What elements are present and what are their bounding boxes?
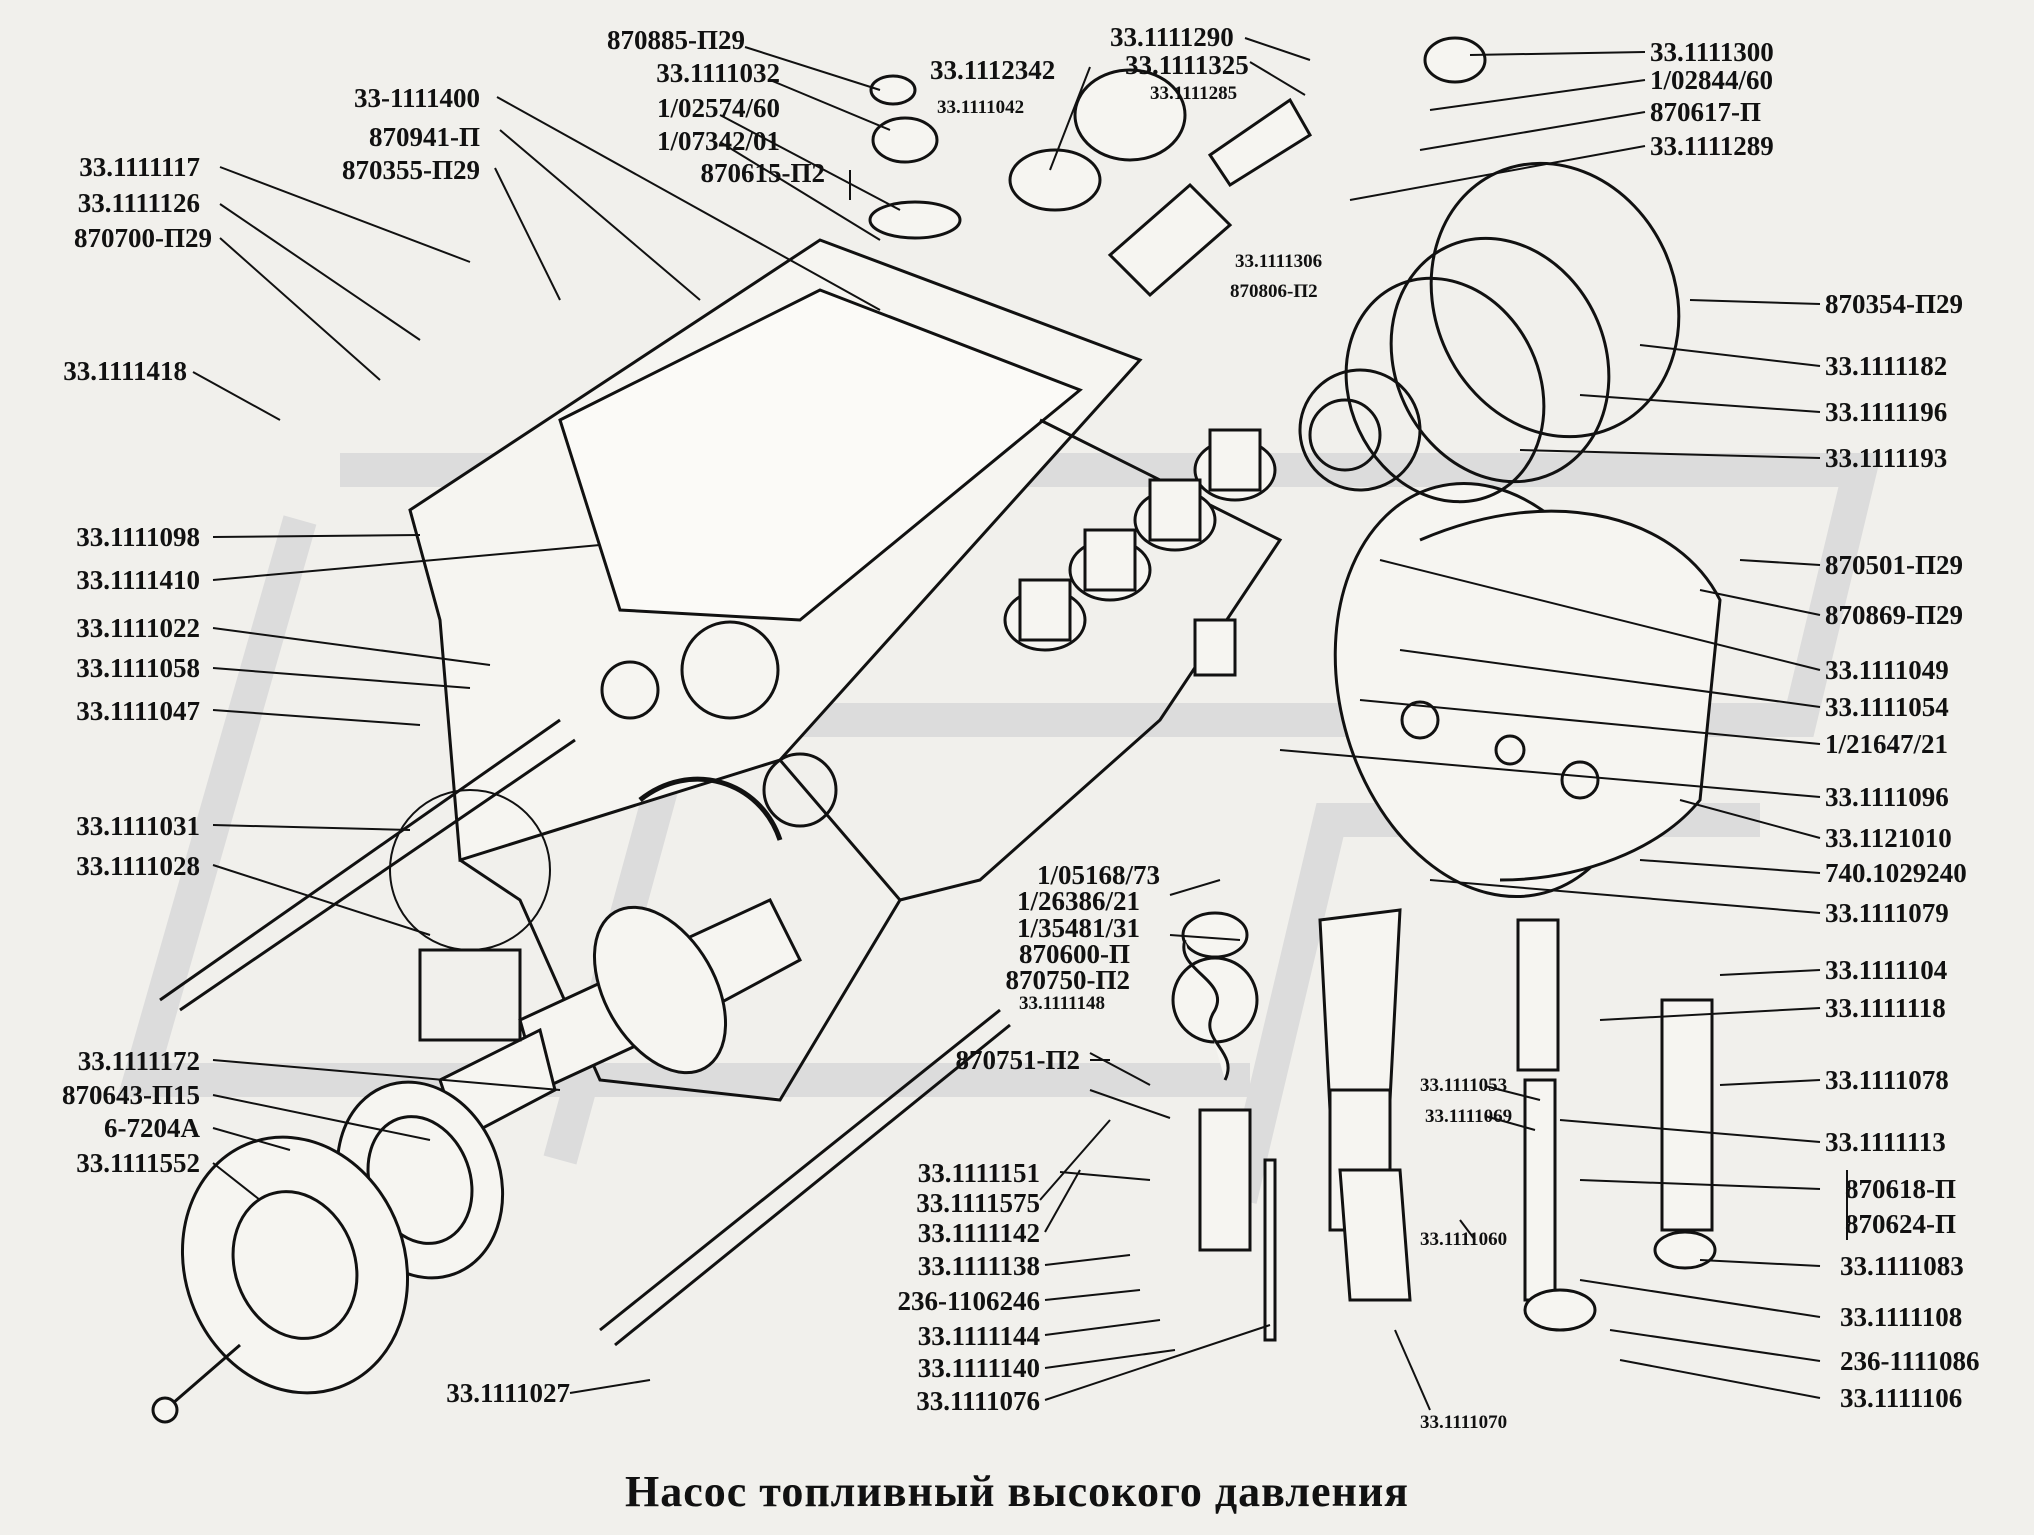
part-label: 236-1111086: [1840, 1346, 1980, 1376]
plunger-pair: [1171, 618, 1717, 1342]
part-label: 33.1111151: [917, 1158, 1040, 1188]
part-label: 33.1111325: [1125, 50, 1249, 80]
part-label: 870750-П2: [1005, 965, 1131, 995]
pump-housing: [408, 238, 1283, 1102]
part-label: 33.1111070: [1420, 1412, 1508, 1433]
part-label: 870700-П29: [74, 223, 212, 253]
part-label: 33.1111032: [656, 58, 780, 88]
part-label: 33.1111289: [1650, 131, 1774, 161]
part-label: 33.1111079: [1825, 898, 1949, 928]
part-label: 1/21647/21: [1825, 729, 1949, 759]
pump-sections: [1003, 428, 1277, 652]
part-label: 33.1111042: [937, 97, 1025, 118]
part-label: 33.1111058: [76, 653, 200, 683]
part-label: 870600-П: [1019, 939, 1130, 969]
part-label: 33.1111098: [76, 522, 200, 552]
part-label: 33.1111148: [1018, 993, 1105, 1014]
part-label: 33.1111054: [1825, 692, 1949, 722]
part-label: 33.1111113: [1825, 1127, 1946, 1157]
part-label: 33.1111126: [77, 188, 200, 218]
diagram-title: Насос топливный высокого давления: [625, 1467, 1409, 1516]
part-label: 33.1111410: [76, 565, 200, 595]
part-label: 870885-П29: [607, 25, 745, 55]
part-label: 236-1106246: [897, 1286, 1040, 1316]
flange-assembly: [151, 1080, 505, 1424]
part-label: 33.1111078: [1825, 1065, 1949, 1095]
part-label: 33.1111418: [63, 356, 187, 386]
regulator-housing: [1333, 481, 1722, 899]
part-label: 33.1111083: [1840, 1251, 1964, 1281]
part-label: 740.1029240: [1825, 858, 1967, 888]
part-label: 870941-П: [369, 122, 480, 152]
part-label: 33.1111104: [1825, 955, 1948, 985]
part-label: 33.1111196: [1825, 397, 1948, 427]
part-label: 1/26386/21: [1016, 886, 1140, 916]
part-label: 33.1111172: [77, 1046, 200, 1076]
leader-lines: [192, 37, 1848, 1411]
part-label: 33.1111031: [76, 811, 200, 841]
part-label: 33.1111142: [917, 1218, 1040, 1248]
part-label: 870751-П2: [955, 1045, 1081, 1075]
part-label: 1/07342/01: [656, 126, 780, 156]
part-label: 33.1111047: [76, 696, 200, 726]
part-label: 870615-П2: [700, 158, 826, 188]
part-label: 33.1111552: [76, 1148, 200, 1178]
part-label: 33-1111400: [353, 83, 480, 113]
part-label: 33.1111028: [76, 851, 200, 881]
part-label: 1/35481/31: [1016, 913, 1140, 943]
part-label: 870501-П29: [1825, 550, 1963, 580]
part-label: 33.1111106: [1840, 1383, 1963, 1413]
part-label: 870618-П: [1845, 1174, 1956, 1204]
part-label: 33.1111290: [1110, 22, 1234, 52]
part-label: 33.1111118: [1825, 993, 1946, 1023]
part-label: 870869-П29: [1825, 600, 1963, 630]
part-label: 33.1111285: [1150, 83, 1238, 104]
part-label: 33.1111140: [917, 1353, 1040, 1383]
part-label: 870643-П15: [62, 1080, 200, 1110]
part-label: 33.1111575: [916, 1188, 1040, 1218]
part-label: 33.1111306: [1235, 251, 1323, 272]
camshaft: [438, 898, 802, 1143]
part-label: 33.1112342: [930, 55, 1056, 85]
part-label: 870354-П29: [1825, 289, 1963, 319]
part-label: 1/05168/73: [1036, 860, 1160, 890]
part-label: 33.1111138: [917, 1251, 1040, 1281]
part-label: 33.1111049: [1825, 655, 1949, 685]
part-label: 870617-П: [1650, 97, 1761, 127]
part-label: 6-7204А: [104, 1113, 200, 1143]
control-rack: [159, 718, 1011, 1347]
part-label: 33.1111053: [1420, 1075, 1508, 1096]
part-label: 33.1111144: [917, 1321, 1040, 1351]
part-label: 33.1111108: [1840, 1302, 1963, 1332]
part-label: 33.1111182: [1825, 351, 1948, 381]
part-label: 870355-П29: [342, 155, 480, 185]
part-label: 33.1111193: [1825, 443, 1948, 473]
part-label: 33.1111300: [1650, 37, 1774, 67]
part-label: 1/02574/60: [656, 93, 780, 123]
part-label: 33.1111069: [1425, 1106, 1513, 1127]
part-label: 33.1111096: [1825, 782, 1949, 812]
part-label: 870624-П: [1845, 1209, 1956, 1239]
part-label: 33.1121010: [1825, 823, 1952, 853]
part-label: 33.1111060: [1420, 1229, 1508, 1250]
part-label: 870806-П2: [1230, 281, 1318, 302]
part-label: 33.1111022: [76, 613, 200, 643]
part-label: 33.1111027: [446, 1378, 570, 1408]
part-label: 1/02844/60: [1650, 65, 1774, 95]
part-label: 33.1111117: [79, 152, 200, 182]
part-label: 33.1111076: [916, 1386, 1040, 1416]
